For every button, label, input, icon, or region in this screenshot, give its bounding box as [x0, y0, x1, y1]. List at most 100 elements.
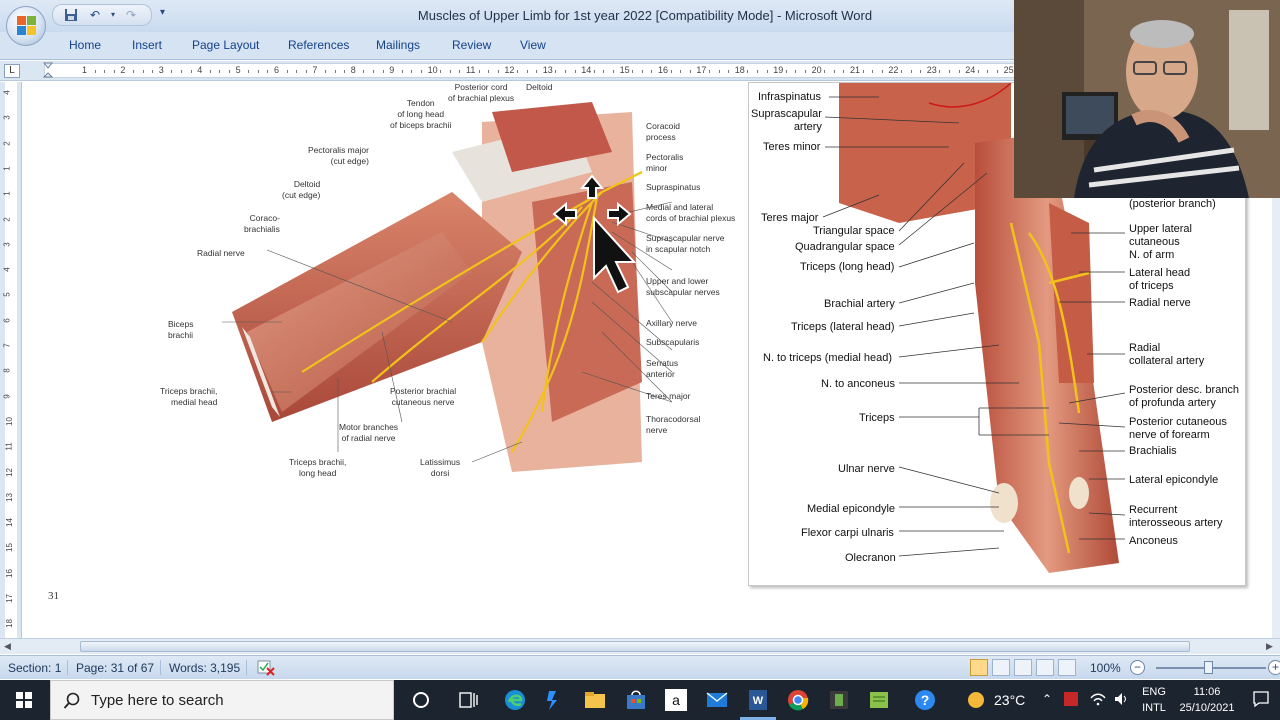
status-page[interactable]: Page: 31 of 67 [76, 661, 155, 675]
ruler-tick [286, 70, 288, 73]
ruler-number: 13 [542, 65, 553, 75]
task-view-icon[interactable] [456, 688, 480, 712]
ruler-tick [440, 70, 442, 73]
ruler-tick [373, 70, 374, 73]
zoom-level[interactable]: 100% [1090, 661, 1121, 675]
indent-marker-icon[interactable] [43, 62, 53, 80]
notes-app-icon[interactable] [867, 688, 891, 712]
redo-icon[interactable]: ↷ [125, 8, 137, 22]
ruler-number: 9 [389, 65, 395, 75]
outline-icon[interactable] [1036, 659, 1054, 676]
show-hidden-icons-icon[interactable]: ⌃ [1042, 692, 1053, 706]
document-page[interactable]: 31 [22, 82, 1272, 638]
chrome-icon[interactable] [786, 688, 810, 712]
ruler-number: 17 [696, 65, 707, 75]
edge-icon[interactable] [503, 688, 527, 712]
input-language[interactable]: ENG INTL [1140, 684, 1168, 716]
horizontal-scroll-thumb[interactable] [80, 641, 1190, 652]
weather-icon[interactable] [964, 688, 988, 712]
ruler-tick [728, 70, 730, 73]
ruler-number: 3 [158, 65, 164, 75]
antivirus-tray-icon[interactable] [1062, 690, 1080, 708]
status-words[interactable]: Words: 3,195 [169, 661, 241, 675]
vertical-ruler-number: 18 [4, 619, 14, 629]
tab-home[interactable]: Home [69, 38, 102, 52]
ruler-tick [987, 70, 989, 73]
volume-icon[interactable] [1113, 690, 1131, 708]
scroll-right-icon[interactable]: ▶ [1266, 641, 1273, 651]
cortana-icon[interactable] [409, 688, 433, 712]
file-explorer-icon[interactable] [583, 688, 607, 712]
tab-page-layout[interactable]: Page Layout [192, 38, 260, 52]
vertical-ruler-number: 6 [2, 317, 12, 323]
ruler-tick [824, 70, 826, 73]
web-layout-icon[interactable] [1014, 659, 1032, 676]
taskbar-search-box[interactable]: Type here to search [50, 680, 394, 720]
zoom-in-button[interactable]: + [1268, 660, 1280, 675]
temperature[interactable]: 23°C [994, 692, 1026, 708]
print-layout-icon[interactable] [970, 659, 988, 676]
webcam-overlay [1014, 0, 1280, 198]
horizontal-scrollbar[interactable]: ◀ ▶ [0, 638, 1280, 654]
ruler-tick [910, 70, 912, 73]
tab-mailings[interactable]: Mailings [376, 38, 421, 52]
ruler-tick [651, 70, 653, 73]
ruler-tick [901, 70, 902, 73]
store-icon[interactable] [624, 688, 648, 712]
ruler-number: 20 [811, 65, 822, 75]
label-deltoid: Deltoid [526, 82, 553, 92]
tab-selector[interactable]: L [4, 64, 20, 78]
label-posterior-cord: Posterior cord of brachial plexus [448, 82, 515, 103]
ruler-tick [833, 70, 835, 73]
camera-app-icon[interactable] [827, 688, 851, 712]
tab-review[interactable]: Review [452, 38, 492, 52]
mail-icon[interactable] [705, 688, 729, 712]
save-icon[interactable] [63, 8, 79, 22]
system-clock[interactable]: 11:06 25/10/2021 [1176, 684, 1238, 716]
tab-references[interactable]: References [288, 38, 350, 52]
label-axillary-nerve: Axillary nerve [646, 318, 698, 328]
word-icon[interactable]: W [746, 688, 770, 712]
windows-start-icon[interactable] [0, 680, 48, 720]
amazon-icon[interactable]: a [664, 688, 688, 712]
office-button[interactable] [6, 6, 46, 46]
tab-view[interactable]: View [520, 38, 546, 52]
customize-qat-icon[interactable]: ▾ [160, 7, 166, 18]
ruler-tick [421, 70, 422, 73]
scroll-left-icon[interactable]: ◀ [4, 641, 11, 651]
status-section[interactable]: Section: 1 [8, 661, 62, 675]
label-serratus: Serratus anterior [646, 358, 679, 379]
label-posterior-branch: (posterior branch) [1129, 198, 1216, 210]
vertical-scrollbar[interactable] [1272, 82, 1280, 638]
undo-icon[interactable]: ↶ [89, 8, 101, 22]
label-coracobrachialis: Coraco- brachialis [244, 213, 280, 234]
undo-dropdown-icon[interactable]: ▾ [110, 10, 115, 19]
label-n-triceps-medial: N. to triceps (medial head) [763, 352, 892, 364]
label-triceps-long: Triceps brachii, long head [289, 457, 347, 478]
zoom-slider-thumb[interactable] [1204, 661, 1213, 674]
tab-insert[interactable]: Insert [132, 38, 163, 52]
label-radial-nerve-right: Radial nerve [1129, 297, 1191, 309]
proofing-errors-icon[interactable] [256, 659, 276, 676]
ruler-number: 2 [120, 65, 126, 75]
help-icon[interactable]: ? [913, 688, 937, 712]
label-triceps-long-head: Triceps (long head) [800, 261, 895, 273]
ruler-tick [718, 70, 720, 73]
ruler-number: 4 [197, 65, 203, 75]
full-screen-reading-icon[interactable] [992, 659, 1010, 676]
status-separator [246, 660, 247, 675]
draft-icon[interactable] [1058, 659, 1076, 676]
ruler-tick [478, 70, 480, 73]
ruler-tick [133, 70, 134, 73]
power-automate-icon[interactable] [543, 688, 567, 712]
ruler-number: 7 [312, 65, 318, 75]
ruler-tick [680, 70, 682, 73]
notifications-icon[interactable] [1252, 690, 1270, 708]
label-olecranon: Olecranon [845, 552, 896, 564]
clock-time: 11:06 [1193, 686, 1221, 698]
vertical-ruler-number: 2 [2, 216, 12, 222]
wifi-icon[interactable] [1089, 690, 1107, 708]
zoom-out-button[interactable]: − [1130, 660, 1145, 675]
